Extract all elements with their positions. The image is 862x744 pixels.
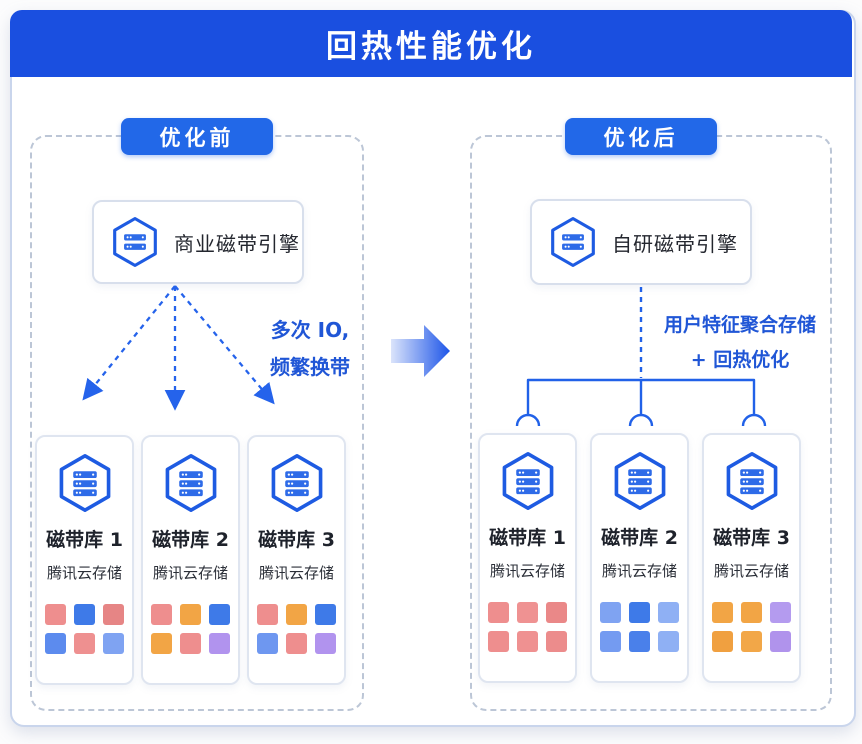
tape-block: [151, 604, 172, 625]
tape-block: [74, 633, 95, 654]
server-hexagon-icon: [726, 452, 777, 510]
tape-block: [546, 602, 567, 623]
badge-before: 优化前: [121, 118, 273, 155]
tape-block: [658, 602, 679, 623]
library-row-before: 磁带库 1 腾讯云存储 磁带库 2 腾讯云存储: [35, 435, 346, 685]
annotation-line: + 回热优化: [690, 349, 790, 371]
tape-block: [180, 604, 201, 625]
right-arrow-icon: [391, 325, 450, 377]
library-card: 磁带库 1 腾讯云存储: [478, 433, 577, 683]
tape-block: [658, 631, 679, 652]
library-name: 磁带库 3: [713, 527, 790, 549]
annotation-before: 多次 IO, 频繁换带: [252, 312, 368, 386]
title-banner: 回热性能优化: [10, 10, 852, 77]
tape-block: [180, 633, 201, 654]
tape-block: [712, 631, 733, 652]
tape-blocks: [151, 604, 230, 654]
library-name: 磁带库 1: [489, 527, 566, 549]
tape-block: [629, 631, 650, 652]
tape-block: [45, 604, 66, 625]
tape-block: [546, 631, 567, 652]
library-name: 磁带库 2: [152, 529, 229, 551]
tape-block: [286, 604, 307, 625]
badge-after: 优化后: [565, 118, 717, 155]
library-provider: 腾讯云存储: [152, 564, 228, 582]
tape-block: [257, 604, 278, 625]
tape-block: [770, 631, 791, 652]
tape-block: [45, 633, 66, 654]
library-card: 磁带库 3 腾讯云存储: [702, 433, 801, 683]
page-title: 回热性能优化: [326, 29, 536, 65]
engine-box-selfdeveloped: 自研磁带引擎: [530, 199, 752, 285]
tape-blocks: [45, 604, 124, 654]
tape-block: [629, 602, 650, 623]
tape-block: [488, 631, 509, 652]
library-name: 磁带库 1: [46, 529, 123, 551]
server-hexagon-icon: [551, 217, 595, 267]
server-hexagon-icon: [271, 454, 322, 512]
tape-blocks: [712, 602, 791, 652]
tape-blocks: [257, 604, 336, 654]
tape-block: [517, 631, 538, 652]
library-provider: 腾讯云存储: [489, 562, 565, 580]
tape-block: [103, 633, 124, 654]
tape-blocks: [488, 602, 567, 652]
annotation-line: 用户特征聚合存储: [663, 314, 816, 336]
tape-block: [712, 602, 733, 623]
server-hexagon-icon: [614, 452, 665, 510]
tape-block: [209, 604, 230, 625]
tape-blocks: [600, 602, 679, 652]
annotation-line: 频繁换带: [270, 355, 350, 379]
library-provider: 腾讯云存储: [258, 564, 334, 582]
tape-block: [770, 602, 791, 623]
annotation-line: 多次 IO,: [270, 318, 350, 342]
engine-label-selfdeveloped: 自研磁带引擎: [612, 231, 738, 256]
library-provider: 腾讯云存储: [46, 564, 122, 582]
tape-block: [741, 602, 762, 623]
tape-block: [209, 633, 230, 654]
tape-block: [600, 631, 621, 652]
tape-block: [741, 631, 762, 652]
tape-block: [286, 633, 307, 654]
library-name: 磁带库 3: [258, 529, 335, 551]
server-hexagon-icon: [502, 452, 553, 510]
tape-block: [600, 602, 621, 623]
server-hexagon-icon: [165, 454, 216, 512]
tape-block: [103, 604, 124, 625]
tape-block: [315, 604, 336, 625]
engine-box-commercial: 商业磁带引擎: [92, 200, 304, 284]
library-card: 磁带库 3 腾讯云存储: [247, 435, 346, 685]
tape-block: [257, 633, 278, 654]
library-card: 磁带库 2 腾讯云存储: [590, 433, 689, 683]
tape-block: [151, 633, 172, 654]
library-name: 磁带库 2: [601, 527, 678, 549]
library-card: 磁带库 2 腾讯云存储: [141, 435, 240, 685]
tape-block: [488, 602, 509, 623]
tape-block: [74, 604, 95, 625]
engine-label-commercial: 商业磁带引擎: [174, 231, 300, 256]
annotation-after: 用户特征聚合存储 + 回热优化: [645, 308, 835, 378]
library-card: 磁带库 1 腾讯云存储: [35, 435, 134, 685]
library-row-after: 磁带库 1 腾讯云存储 磁带库 2 腾讯云存储: [478, 433, 801, 683]
tape-block: [517, 602, 538, 623]
tape-block: [315, 633, 336, 654]
server-hexagon-icon: [113, 217, 157, 267]
library-provider: 腾讯云存储: [601, 562, 677, 580]
library-provider: 腾讯云存储: [713, 562, 789, 580]
server-hexagon-icon: [59, 454, 110, 512]
